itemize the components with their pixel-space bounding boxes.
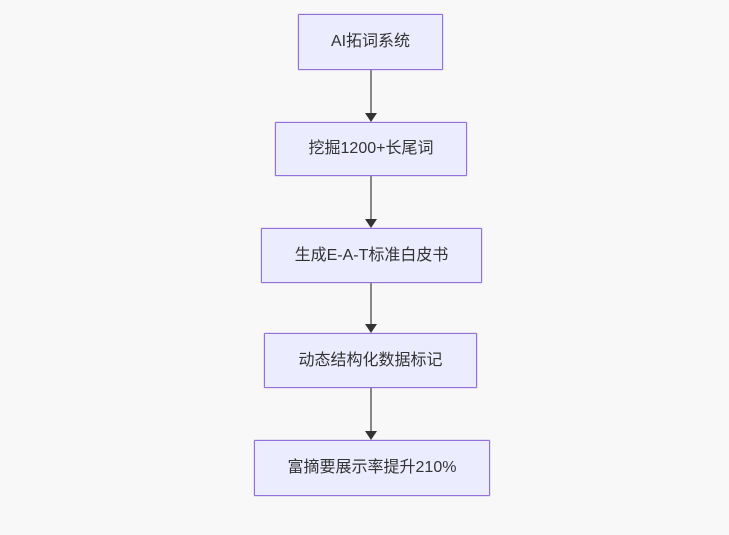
arrowhead-down-icon (365, 219, 377, 228)
flowchart-node-ai-word-expansion-system: AI拓词系统 (298, 14, 443, 70)
arrowhead-down-icon (365, 431, 377, 440)
arrowhead-down-icon (365, 113, 377, 122)
edge-line-b-c (370, 176, 372, 220)
node-label: 富摘要展示率提升210% (287, 459, 457, 476)
flowchart-node-rich-snippet-rate: 富摘要展示率提升210% (254, 440, 490, 496)
flowchart-node-longtail-keywords: 挖掘1200+长尾词 (275, 122, 467, 176)
node-label: AI拓词系统 (330, 33, 411, 50)
node-label: 生成E-A-T标准白皮书 (294, 246, 449, 264)
node-label: 动态结构化数据标记 (298, 351, 443, 369)
edge-line-c-d (370, 283, 372, 325)
node-label: 挖掘1200+长尾词 (308, 140, 434, 157)
arrowhead-down-icon (365, 324, 377, 333)
edge-line-a-b (370, 70, 372, 114)
edge-line-d-e (370, 388, 372, 432)
flowchart-node-structured-data-markup: 动态结构化数据标记 (264, 333, 477, 388)
flowchart-node-eat-whitepaper: 生成E-A-T标准白皮书 (261, 228, 482, 283)
